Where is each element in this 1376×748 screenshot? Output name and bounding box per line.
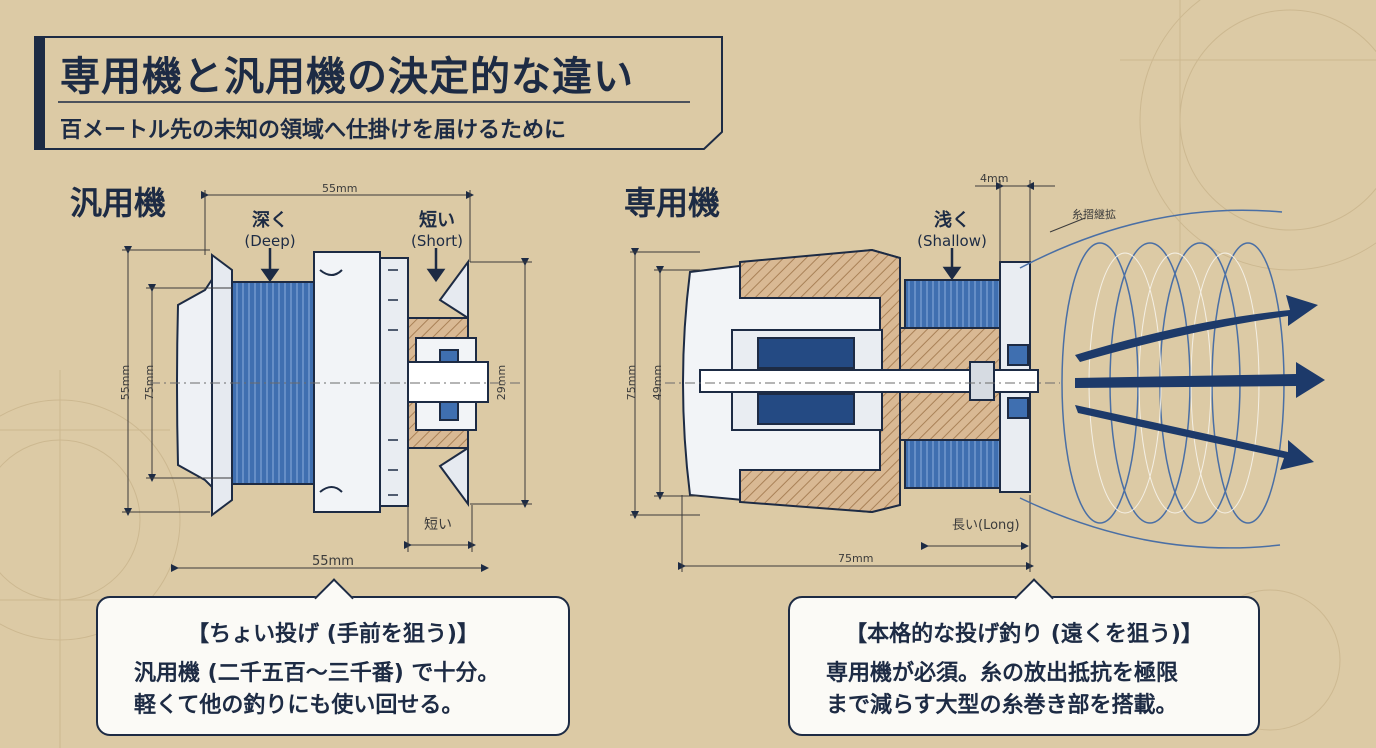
left-top-dim: 55mm bbox=[322, 182, 358, 195]
deep-label: 深く (Deep) bbox=[244, 210, 296, 250]
left-outer-height-dim: 55mm bbox=[119, 364, 133, 401]
right-top-dim: 4mm bbox=[980, 172, 1009, 185]
right-heading: 専用機 bbox=[624, 184, 721, 222]
long-label: 長い(Long) bbox=[952, 518, 1020, 533]
right-inner-height-dim: 49mm bbox=[651, 364, 665, 401]
right-bottom-dim: 75mm bbox=[838, 552, 874, 565]
callout-full-cast: 【本格的な投げ釣り (遠くを狙う)】 専用機が必須。糸の放出抵抗を極限 まで減ら… bbox=[788, 578, 1260, 736]
short-label: 短い (Short) bbox=[411, 210, 463, 250]
page-subtitle: 百メートル先の未知の領域へ仕掛けを届けるために bbox=[60, 118, 567, 143]
callout-title: 【本格的な投げ釣り (遠くを狙う)】 bbox=[845, 622, 1203, 647]
left-right-height-dim: 29mm bbox=[495, 364, 509, 401]
left-heading: 汎用機 bbox=[70, 184, 167, 222]
callout-casual-cast: 【ちょい投げ (手前を狙う)】 汎用機 (二千五百〜三千番) で十分。 軽くて他… bbox=[96, 578, 570, 736]
title-frame bbox=[34, 36, 724, 150]
page-title: 専用機と汎用機の決定的な違い bbox=[60, 54, 634, 100]
dedicated-spool bbox=[682, 248, 1039, 514]
short-small-label: 短い bbox=[424, 517, 452, 533]
title-frame-outline bbox=[34, 36, 723, 150]
callout-title: 【ちょい投げ (手前を狙う)】 bbox=[187, 622, 479, 647]
callout-line: まで減らす大型の糸巻き部を搭載。 bbox=[826, 693, 1178, 718]
right-outer-height-dim: 75mm bbox=[625, 364, 639, 401]
left-bottom-dim: 55mm bbox=[312, 554, 354, 569]
left-inner-height-dim: 75mm bbox=[143, 364, 157, 401]
shallow-label: 浅く (Shallow) bbox=[917, 210, 987, 250]
callout-line: 軽くて他の釣りにも使い回せる。 bbox=[134, 693, 464, 718]
line-label: 糸摺継拡 bbox=[1072, 208, 1116, 221]
callout-line: 専用機が必須。糸の放出抵抗を極限 bbox=[826, 661, 1179, 686]
callout-line: 汎用機 (二千五百〜三千番) で十分。 bbox=[134, 661, 500, 686]
release-arrows bbox=[1075, 295, 1325, 470]
